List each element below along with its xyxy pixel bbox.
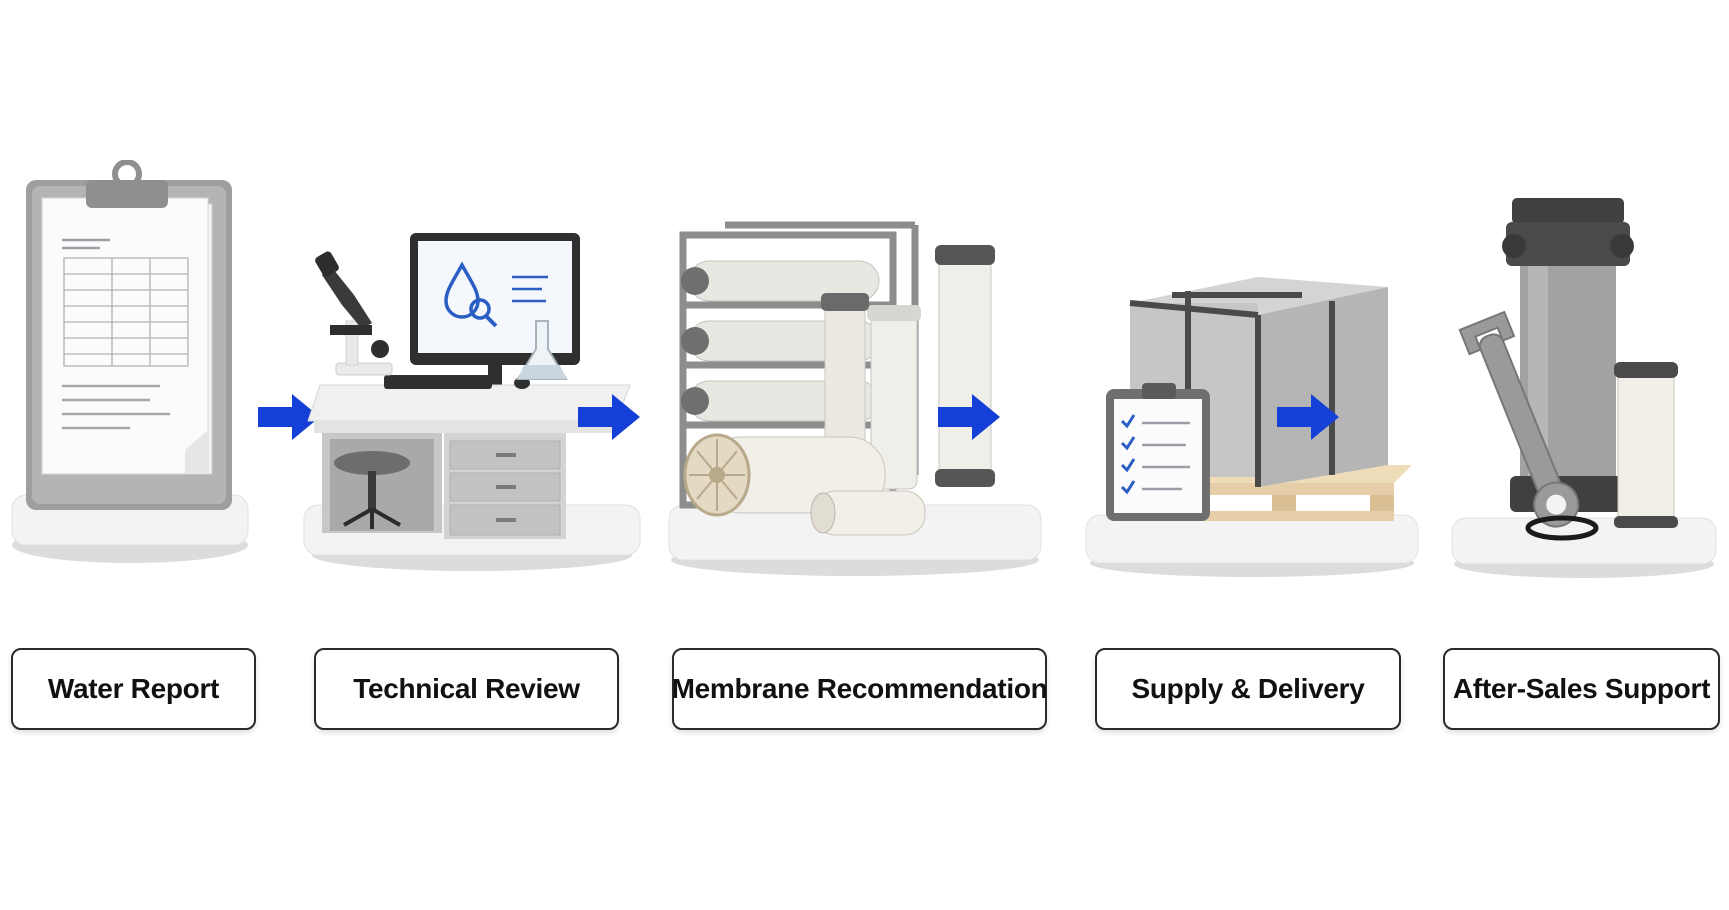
flow-arrow-2 xyxy=(578,394,640,440)
flow-arrow-4 xyxy=(1277,394,1339,440)
step-label-water-report: Water Report xyxy=(11,648,256,730)
step-label-technical-review: Technical Review xyxy=(314,648,619,730)
step-label-supply-delivery: Supply & Delivery xyxy=(1095,648,1401,730)
flow-arrow-1 xyxy=(258,394,320,440)
flow-arrow-3 xyxy=(938,394,1000,440)
crate-pallet-icon xyxy=(1085,277,1419,577)
step-label-after-sales-support: After-Sales Support xyxy=(1443,648,1720,730)
step-label-membrane-recommendation: Membrane Recommendation xyxy=(672,648,1048,730)
filter-housing-wrench-icon xyxy=(1451,198,1717,578)
lab-desk-icon xyxy=(303,233,641,571)
clipboard-report-icon xyxy=(11,160,249,563)
